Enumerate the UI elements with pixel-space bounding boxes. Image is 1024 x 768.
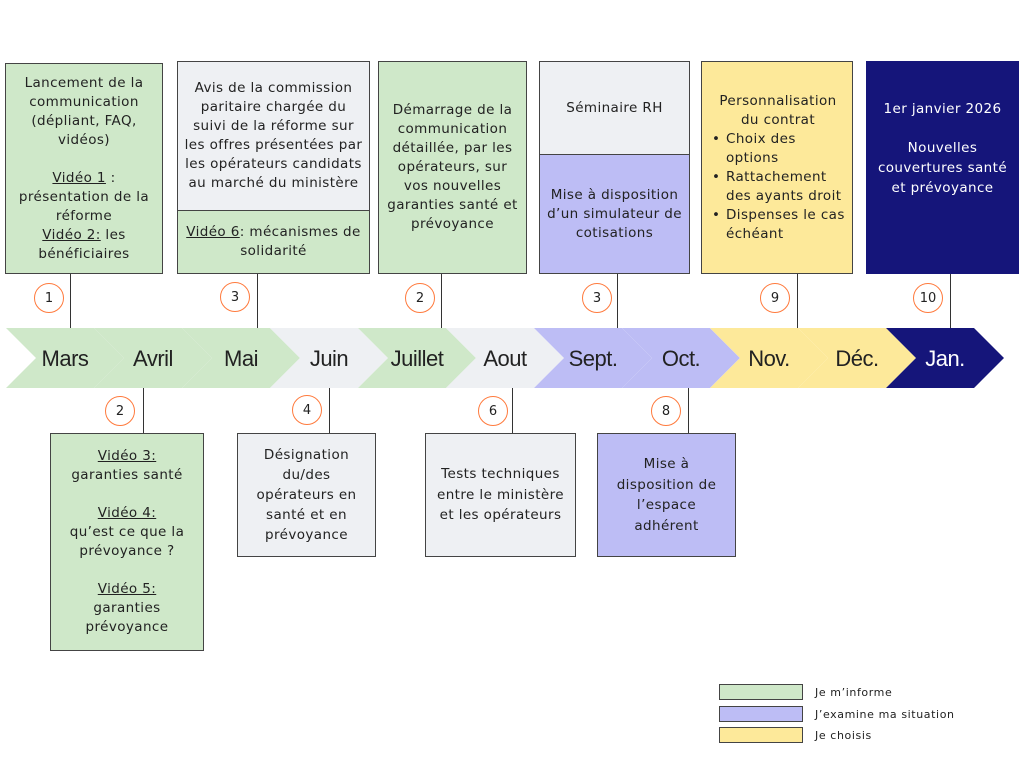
legend-label: J’examine ma situation [815,707,955,721]
connector-line [950,274,951,328]
video-3-label: Vidéo 3: [97,448,157,464]
step-mars-box: Lancement de la communication (dépliant,… [5,63,163,274]
step-juillet-box: Démarrage de la communication détaillée,… [378,61,527,274]
step-number-avril: 2 [105,396,135,426]
month-chevron [270,328,388,388]
month-chevron [6,328,124,388]
month-chevron [446,328,564,388]
month-chevron [534,328,652,388]
legend-item-choisis: Je choisis [719,726,872,744]
month-chevron [182,328,300,388]
legend-label: Je choisis [815,728,872,742]
month-label: Avril [133,346,173,371]
step-sept-lower-text: Mise à disposition d’un simulateur de co… [547,186,682,241]
step-nov-box: Personnalisation du contrat Choix des op… [701,61,853,274]
video-2-label: Vidéo 2: [42,226,101,243]
step-mars-text: Lancement de la communication (dépliant,… [24,74,144,148]
step-jan-box: 1er janvier 2026 Nouvelles couvertures s… [866,61,1019,274]
step-number-oct: 8 [651,396,681,426]
month-chevron [94,328,212,388]
connector-line [257,274,258,328]
step-nov-title: Personnalisation du contrat [719,92,837,128]
step-juillet-text: Démarrage de la communication détaillée,… [387,102,518,232]
step-juin-text: Désignation du/des opérateurs en santé e… [256,447,357,543]
month-label: Aout [483,346,527,371]
video-1-label: Vidéo 1 [52,169,106,186]
video-4-text: qu’est ce que la prévoyance ? [69,524,185,559]
video-3-text: garanties santé [71,467,183,483]
legend-item-informe: Je m’informe [719,683,892,701]
video-1-text: : présentation de la réforme [18,169,150,224]
month-chevron [622,328,740,388]
step-aout-box: Tests techniques entre le ministère et l… [425,433,576,557]
video-5-text: garanties prévoyance [85,600,169,635]
month-chevron [798,328,916,388]
video-2-text: les bénéficiaires [38,226,130,262]
connector-line [512,388,513,434]
step-jan-text: Nouvelles couvertures santé et prévoyanc… [877,140,1008,196]
step-avril-box: Vidéo 3: garanties santé Vidéo 4: qu’est… [50,433,204,651]
list-item: Choix des options [712,130,846,168]
step-number-nov: 9 [760,283,790,313]
list-item: Rattachement des ayants droit [712,168,846,206]
step-juin-box: Désignation du/des opérateurs en santé e… [237,433,376,557]
month-chevron [710,328,828,388]
step-number-mars: 1 [34,283,64,313]
step-number-juillet: 2 [405,283,435,313]
connector-line [441,274,442,328]
connector-line [329,388,330,434]
step-number-aout: 6 [478,396,508,426]
step-number-mai: 3 [220,282,250,312]
legend-label: Je m’informe [815,685,893,699]
step-number-jan: 10 [913,283,943,313]
month-label: Mars [42,346,89,371]
step-jan-date: 1er janvier 2026 [883,101,1002,117]
step-mai-lower-box: Vidéo 6: mécanismes de solidarité [177,210,370,274]
month-label: Juin [310,346,348,371]
list-item: Dispenses le cas échéant [712,206,846,244]
legend-swatch [719,727,803,743]
step-mai-upper-text: Avis de la commission paritaire chargée … [184,80,363,191]
connector-line [688,388,689,434]
step-number-sept: 3 [582,283,612,313]
step-mai-upper-box: Avis de la commission paritaire chargée … [177,61,370,211]
video-6-label: Vidéo 6 [186,224,240,240]
step-oct-text: Mise à disposition de l’espace adhérent [616,456,717,534]
connector-line [797,274,798,328]
legend-swatch [719,684,803,700]
connector-line [70,274,71,328]
step-oct-box: Mise à disposition de l’espace adhérent [597,433,736,557]
month-chevron [886,328,1004,388]
month-label: Nov. [748,346,790,371]
step-sept-upper-text: Séminaire RH [566,99,663,116]
month-label: Sept. [569,346,618,371]
connector-line [143,388,144,434]
month-label: Jan. [925,346,965,371]
video-6-text: : mécanismes de solidarité [239,224,361,259]
video-5-label: Vidéo 5: [97,581,157,597]
video-4-label: Vidéo 4: [97,505,157,521]
step-sept-lower-box: Mise à disposition d’un simulateur de co… [539,154,690,274]
month-label: Oct. [662,346,700,371]
month-label: Déc. [835,346,878,371]
step-nov-list: Choix des options Rattachement des ayant… [710,130,846,244]
month-chevron [358,328,476,388]
legend-swatch [719,706,803,722]
step-number-juin: 4 [292,395,322,425]
connector-line [617,274,618,328]
step-aout-text: Tests techniques entre le ministère et l… [437,466,564,524]
month-label: Juillet [391,346,444,371]
legend-item-examine: J’examine ma situation [719,705,955,723]
month-label: Mai [224,346,258,371]
